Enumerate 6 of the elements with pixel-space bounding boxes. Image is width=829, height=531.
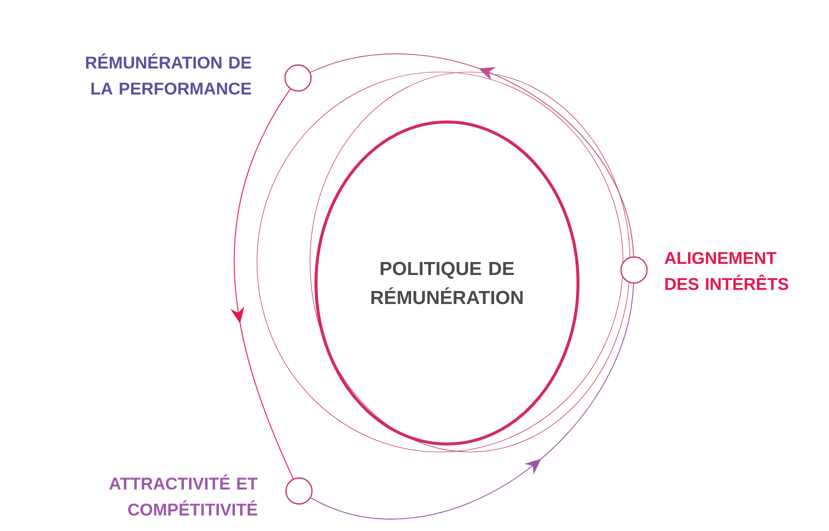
node-label: ALIGNEMENT DES INTÉRÊTS: [664, 252, 788, 290]
arrow: [310, 54, 634, 257]
policy-oval: POLITIQUE DE RÉMUNÉRATION: [314, 120, 580, 446]
arrow: [310, 283, 634, 520]
node-label: RÉMUNÉRATION DE LA PERFORMANCE: [86, 53, 252, 95]
node-label: ATTRACTIVITÉ ET COMPÉTITIVITÉ: [109, 474, 258, 516]
